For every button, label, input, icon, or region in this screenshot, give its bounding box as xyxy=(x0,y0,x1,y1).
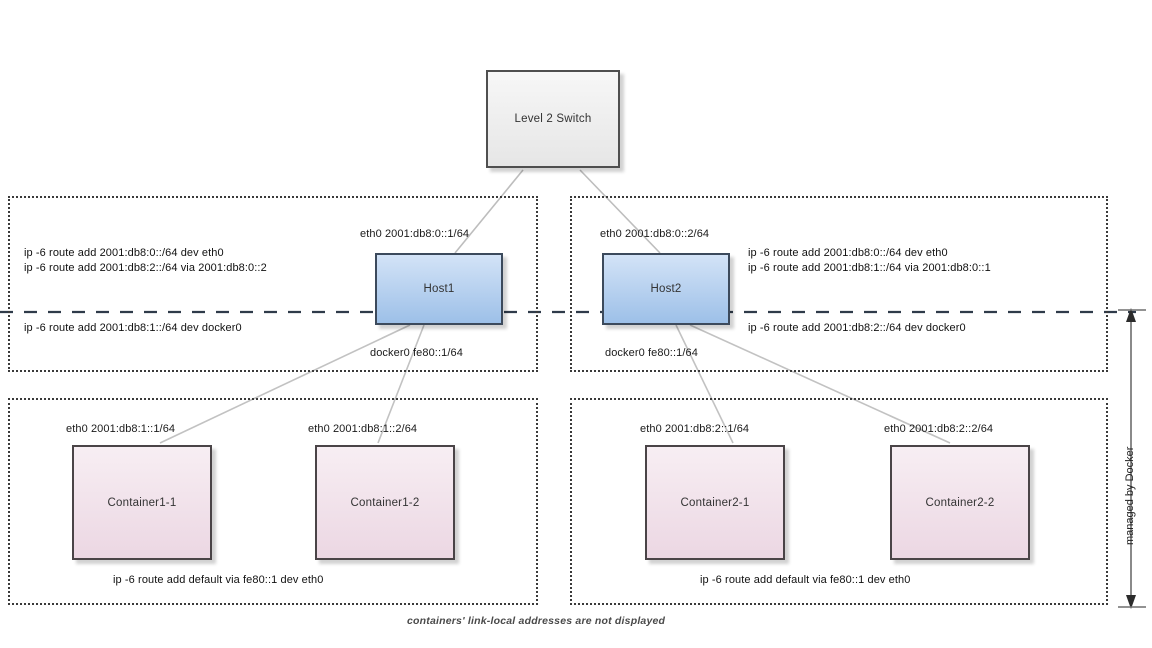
container2-2-eth0-label: eth0 2001:db8:2::2/64 xyxy=(884,423,994,435)
container1-1-label: Container1-1 xyxy=(107,496,177,509)
container2-2-node[interactable]: Container2-2 xyxy=(890,445,1030,560)
host1-eth0-label: eth0 2001:db8:0::1/64 xyxy=(360,228,470,240)
managed-by-docker-label: managed by Docker xyxy=(1124,446,1136,545)
host2-route-above-1: ip -6 route add 2001:db8:0::/64 dev eth0 xyxy=(748,247,948,259)
container2-1-eth0-label: eth0 2001:db8:2::1/64 xyxy=(640,423,750,435)
host-group-2-boundary xyxy=(570,196,1108,372)
host2-label: Host2 xyxy=(650,283,682,295)
host-group-1-boundary xyxy=(8,196,538,372)
host2-eth0-label: eth0 2001:db8:0::2/64 xyxy=(600,228,710,240)
switch-label: Level 2 Switch xyxy=(514,113,592,125)
container1-2-label: Container1-2 xyxy=(350,496,420,509)
container-group-1-boundary xyxy=(8,398,538,605)
host2-route-above-2: ip -6 route add 2001:db8:1::/64 via 2001… xyxy=(748,262,991,274)
host2-node[interactable]: Host2 xyxy=(602,253,730,325)
container2-1-node[interactable]: Container2-1 xyxy=(645,445,785,560)
host1-label: Host1 xyxy=(423,283,455,295)
container1-1-node[interactable]: Container1-1 xyxy=(72,445,212,560)
container-group-2-route-note: ip -6 route add default via fe80::1 dev … xyxy=(700,574,911,586)
container2-1-label: Container2-1 xyxy=(680,496,750,509)
container-group-2-boundary xyxy=(570,398,1108,605)
host1-route-below-1: ip -6 route add 2001:db8:1::/64 dev dock… xyxy=(24,322,242,334)
container1-2-eth0-label: eth0 2001:db8:1::2/64 xyxy=(308,423,418,435)
host1-route-above-1: ip -6 route add 2001:db8:0::/64 dev eth0 xyxy=(24,247,224,259)
host1-node[interactable]: Host1 xyxy=(375,253,503,325)
diagram-caption: containers' link-local addresses are not… xyxy=(407,615,666,627)
host1-docker0-label: docker0 fe80::1/64 xyxy=(370,347,463,359)
host2-route-below-1: ip -6 route add 2001:db8:2::/64 dev dock… xyxy=(748,322,966,334)
container2-2-label: Container2-2 xyxy=(925,496,995,509)
switch-node[interactable]: Level 2 Switch xyxy=(486,70,620,168)
container-group-1-route-note: ip -6 route add default via fe80::1 dev … xyxy=(113,574,324,586)
container1-1-eth0-label: eth0 2001:db8:1::1/64 xyxy=(66,423,176,435)
container1-2-node[interactable]: Container1-2 xyxy=(315,445,455,560)
host1-route-above-2: ip -6 route add 2001:db8:2::/64 via 2001… xyxy=(24,262,267,274)
host2-docker0-label: docker0 fe80::1/64 xyxy=(605,347,698,359)
